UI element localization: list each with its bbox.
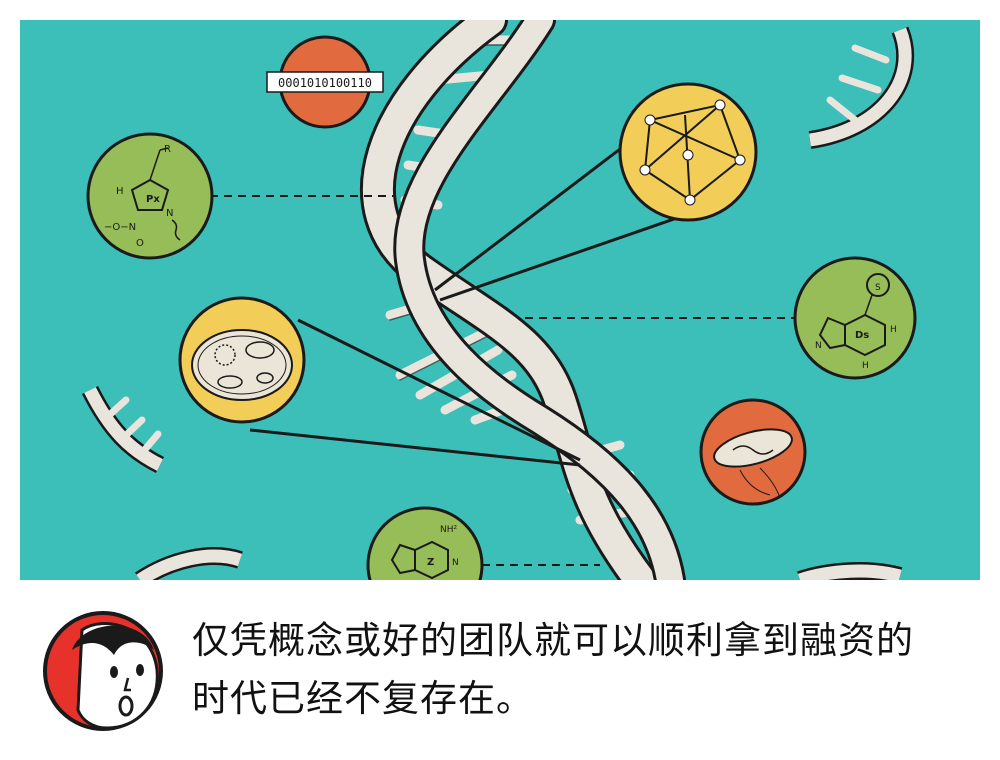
svg-text:R: R	[164, 144, 171, 155]
dna-illustration: 0001010100110 Px R H N −O−N O	[20, 20, 980, 580]
dashed-connectors	[210, 195, 795, 566]
connector-lines	[249, 128, 701, 467]
px-molecule-circle: Px R H N −O−N O	[86, 132, 214, 260]
helix-fragment-left	[81, 385, 165, 474]
z-molecule-circle: Z NH² N	[366, 506, 484, 580]
svg-text:Px: Px	[146, 194, 160, 205]
caption-line-1: 仅凭概念或好的团队就可以顺利拿到融资的	[192, 619, 914, 662]
helix-fragment-bottom-left	[135, 547, 243, 580]
binary-circle: 0001010100110	[266, 35, 384, 129]
caption: 仅凭概念或好的团队就可以顺利拿到融资的 时代已经不复存在。	[192, 612, 982, 728]
cell-circle	[178, 296, 306, 424]
mouth-icon	[118, 695, 134, 717]
dna-origami-circle	[618, 82, 758, 222]
svg-text:N: N	[166, 208, 173, 219]
caption-line-2: 时代已经不复存在。	[192, 677, 534, 720]
ds-molecule-circle: Ds S N H H	[793, 256, 917, 380]
right-eye-icon	[136, 664, 144, 676]
bacteria-circle	[699, 398, 807, 506]
svg-text:Ds: Ds	[855, 330, 869, 341]
svg-text:S: S	[875, 283, 881, 293]
helix-fragment-bottom-right	[797, 562, 903, 580]
left-eye-icon	[110, 666, 118, 678]
svg-text:NH²: NH²	[440, 525, 458, 535]
svg-text:H: H	[890, 325, 897, 335]
svg-text:N: N	[815, 341, 822, 351]
svg-text:O: O	[136, 238, 144, 249]
svg-text:H: H	[116, 186, 124, 197]
helix-fragment-top-right	[808, 26, 914, 149]
dna-helix	[359, 20, 686, 580]
avatar	[42, 610, 164, 732]
svg-text:H: H	[862, 361, 869, 371]
binary-code-text: 0001010100110	[278, 76, 372, 90]
svg-text:−O−N: −O−N	[104, 222, 136, 233]
svg-text:Z: Z	[427, 557, 434, 568]
svg-text:N: N	[452, 558, 459, 568]
